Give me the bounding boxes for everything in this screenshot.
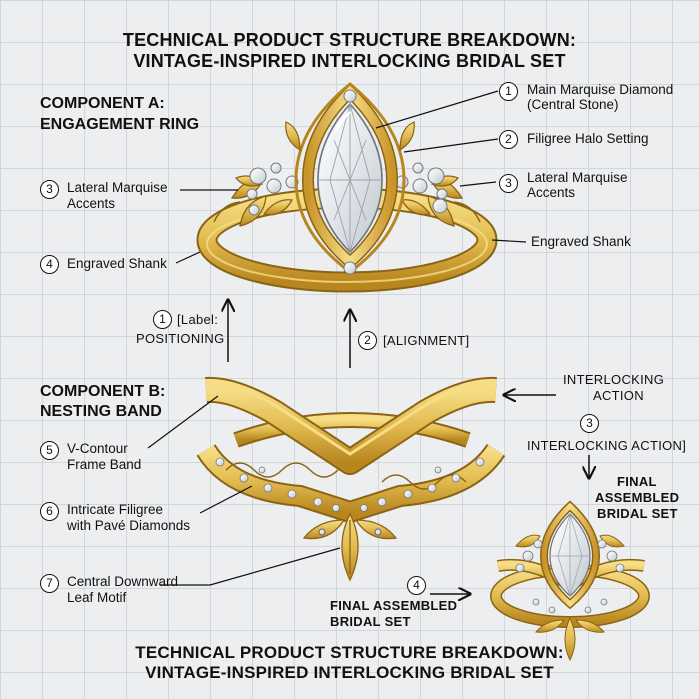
final-assembled-set: [490, 500, 650, 662]
component-a-heading: COMPONENT A:: [40, 95, 165, 112]
callout-shank-right: Engraved Shank: [531, 234, 631, 249]
callout-number-4-final: 4: [407, 576, 426, 595]
callout-interlocking-top-sub: ACTION: [593, 388, 644, 403]
callout-positioning-sub: POSITIONING: [136, 331, 225, 346]
engagement-ring: [196, 82, 498, 293]
leader-lines: [147, 90, 527, 586]
callout-halo: Filigree Halo Setting: [527, 131, 649, 146]
callout-lateral-left: Lateral Marquise: [67, 180, 168, 195]
page-title-line-1: TECHNICAL PRODUCT STRUCTURE BREAKDOWN:: [122, 30, 577, 50]
callout-filigree: Intricate Filigree: [67, 502, 164, 517]
callout-number-1-positioning: 1: [153, 310, 172, 329]
page-title-line-2: VINTAGE-INSPIRED INTERLOCKING BRIDAL SET: [133, 51, 566, 71]
callout-positioning: [Label:: [177, 312, 219, 327]
filigree-halo-setting: [285, 82, 415, 275]
callout-leaf: Central Downward: [67, 574, 179, 589]
callout-number-5: 5: [40, 441, 59, 460]
callout-number-3-interlocking: 3: [580, 414, 599, 433]
callout-number-4-left: 4: [40, 255, 59, 274]
footer-title-line-2: VINTAGE-INSPIRED INTERLOCKING BRIDAL SET: [145, 663, 554, 682]
callout-lateral-left-sub: Accents: [67, 196, 116, 211]
footer-title-line-1: TECHNICAL PRODUCT STRUCTURE BREAKDOWN:: [135, 643, 564, 662]
assembly-arrows: [228, 300, 589, 594]
callout-number-7: 7: [40, 574, 59, 593]
callout-filigree-sub: with Pavé Diamonds: [67, 518, 191, 533]
callout-v-band-sub: Frame Band: [67, 457, 142, 472]
nesting-band: [196, 376, 506, 582]
callout-final-right-3: BRIDAL SET: [597, 506, 678, 521]
main-marquise-diamond: [317, 102, 383, 254]
callout-main-diamond-sub: (Central Stone): [527, 97, 619, 112]
callout-number-1: 1: [499, 82, 518, 101]
v-contour-frame-band: [205, 376, 497, 475]
callout-v-band: V-Contour: [67, 441, 128, 456]
callout-final-right-1: FINAL: [617, 474, 657, 489]
callout-final-right-2: ASSEMBLED: [595, 490, 680, 505]
callout-number-3-right: 3: [499, 174, 518, 193]
callout-main-diamond: Main Marquise Diamond: [527, 82, 674, 97]
callout-number-6: 6: [40, 502, 59, 521]
callout-lateral-right: Lateral Marquise: [527, 170, 628, 185]
callout-lateral-right-sub: Accents: [527, 185, 576, 200]
callout-alignment: [ALIGNMENT]: [383, 333, 470, 348]
callout-final-bottom-sub: BRIDAL SET: [330, 614, 411, 629]
callout-leaf-sub: Leaf Motif: [67, 590, 127, 605]
callout-shank-left: Engraved Shank: [67, 256, 167, 271]
callout-number-3-left: 3: [40, 180, 59, 199]
callout-interlocking-top: INTERLOCKING: [563, 372, 665, 387]
callout-number-2: 2: [499, 130, 518, 149]
filigree-pave-band: [196, 443, 506, 524]
component-b-subheading: NESTING BAND: [40, 403, 162, 420]
component-b-heading: COMPONENT B:: [40, 383, 166, 400]
central-leaf-motif: [302, 512, 398, 582]
callout-number-2-alignment: 2: [358, 331, 377, 350]
component-a-subheading: ENGAGEMENT RING: [40, 116, 200, 133]
lateral-marquise-accents: [246, 162, 448, 216]
callout-final-bottom: FINAL ASSEMBLED: [330, 598, 458, 613]
callout-interlocking-right: INTERLOCKING ACTION]: [527, 438, 687, 453]
